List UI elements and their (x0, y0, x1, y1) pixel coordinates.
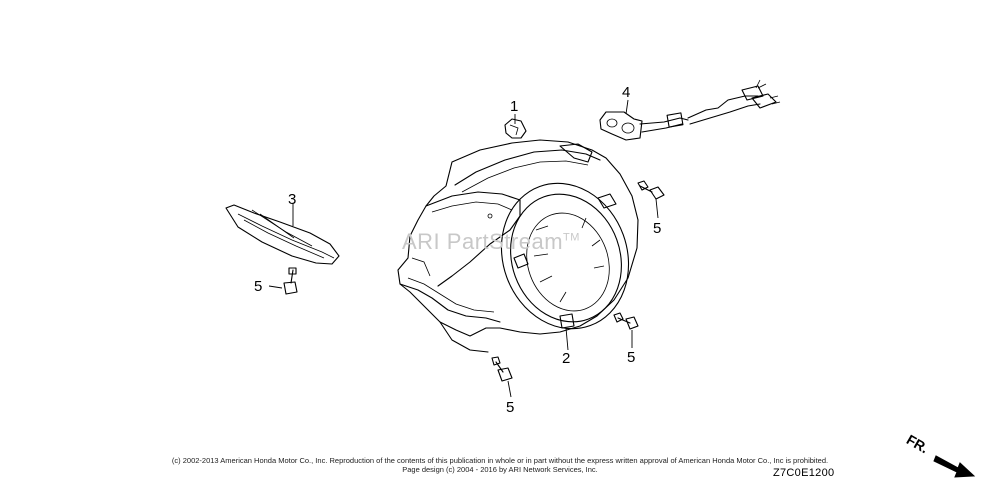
front-arrow-icon: FR. (904, 431, 976, 478)
part-1-clip[interactable] (504, 118, 527, 139)
part-4-sensor-with-wire[interactable] (599, 79, 781, 141)
footer-copyright: (c) 2002-2013 American Honda Motor Co., … (171, 456, 829, 465)
callout-2: 2 (562, 350, 570, 367)
part-2-fan-cover[interactable] (397, 139, 649, 353)
callout-5-bottom: 5 (506, 399, 514, 416)
callout-4: 4 (622, 84, 630, 101)
part-5-bolt-left[interactable] (283, 267, 298, 295)
callout-1: 1 (510, 98, 518, 115)
part-5-bolt-right[interactable] (613, 312, 639, 330)
footer-page-design: Page design (c) 2004 - 2016 by ARI Netwo… (402, 465, 598, 474)
part-5-bolt-bottom[interactable] (491, 356, 513, 382)
callout-5-left: 5 (254, 278, 262, 295)
diagram-code: Z7C0E1200 (773, 467, 835, 479)
callout-5-top-right: 5 (653, 220, 661, 237)
leader-lines (268, 99, 659, 398)
part-3-cover-plate[interactable] (225, 204, 340, 265)
direction-label: FR. (906, 432, 931, 456)
callout-5-right: 5 (627, 349, 635, 366)
watermark: ARI PartStreamTM (402, 229, 580, 255)
callout-3: 3 (288, 191, 296, 208)
front-direction-indicator: FR. (904, 431, 978, 478)
watermark-tm: TM (563, 231, 580, 244)
watermark-text: ARI PartStream (402, 229, 564, 254)
part-5-bolt-top-right[interactable] (637, 180, 665, 200)
